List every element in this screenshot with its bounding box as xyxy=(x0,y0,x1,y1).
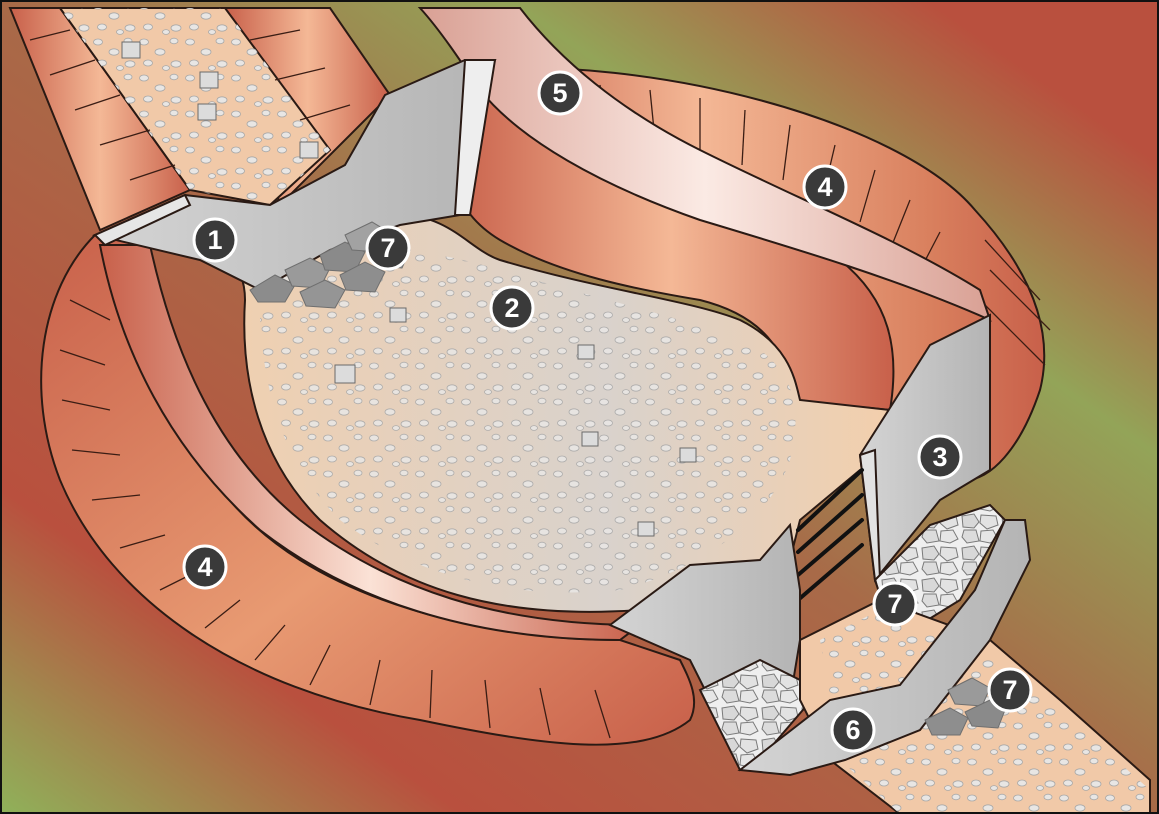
label-outlet-riser-badge: 3 xyxy=(919,436,961,478)
label-embankment-right-badge: 4 xyxy=(804,166,846,208)
label-riprap-outlet-lower: 7 xyxy=(1002,675,1017,705)
label-basin-floor-badge: 2 xyxy=(491,287,533,329)
label-spillway-badge: 5 xyxy=(539,72,581,114)
label-basin-floor: 2 xyxy=(504,293,519,323)
label-riprap-outlet-upper: 7 xyxy=(887,589,902,619)
label-outlet-riser: 3 xyxy=(932,442,947,472)
label-inlet: 1 xyxy=(207,225,222,255)
label-embankment-left: 4 xyxy=(197,552,212,582)
label-riprap-inlet-badge: 7 xyxy=(367,227,409,269)
label-riprap-outlet-upper-badge: 7 xyxy=(874,583,916,625)
label-spillway: 5 xyxy=(552,78,567,108)
label-embankment-left-badge: 4 xyxy=(184,546,226,588)
label-outlet-apron-badge: 6 xyxy=(832,709,874,751)
label-embankment-right: 4 xyxy=(817,172,832,202)
label-inlet-badge: 1 xyxy=(194,219,236,261)
label-outlet-apron: 6 xyxy=(845,715,860,745)
label-riprap-outlet-lower-badge: 7 xyxy=(989,669,1031,711)
label-riprap-inlet: 7 xyxy=(380,233,395,263)
